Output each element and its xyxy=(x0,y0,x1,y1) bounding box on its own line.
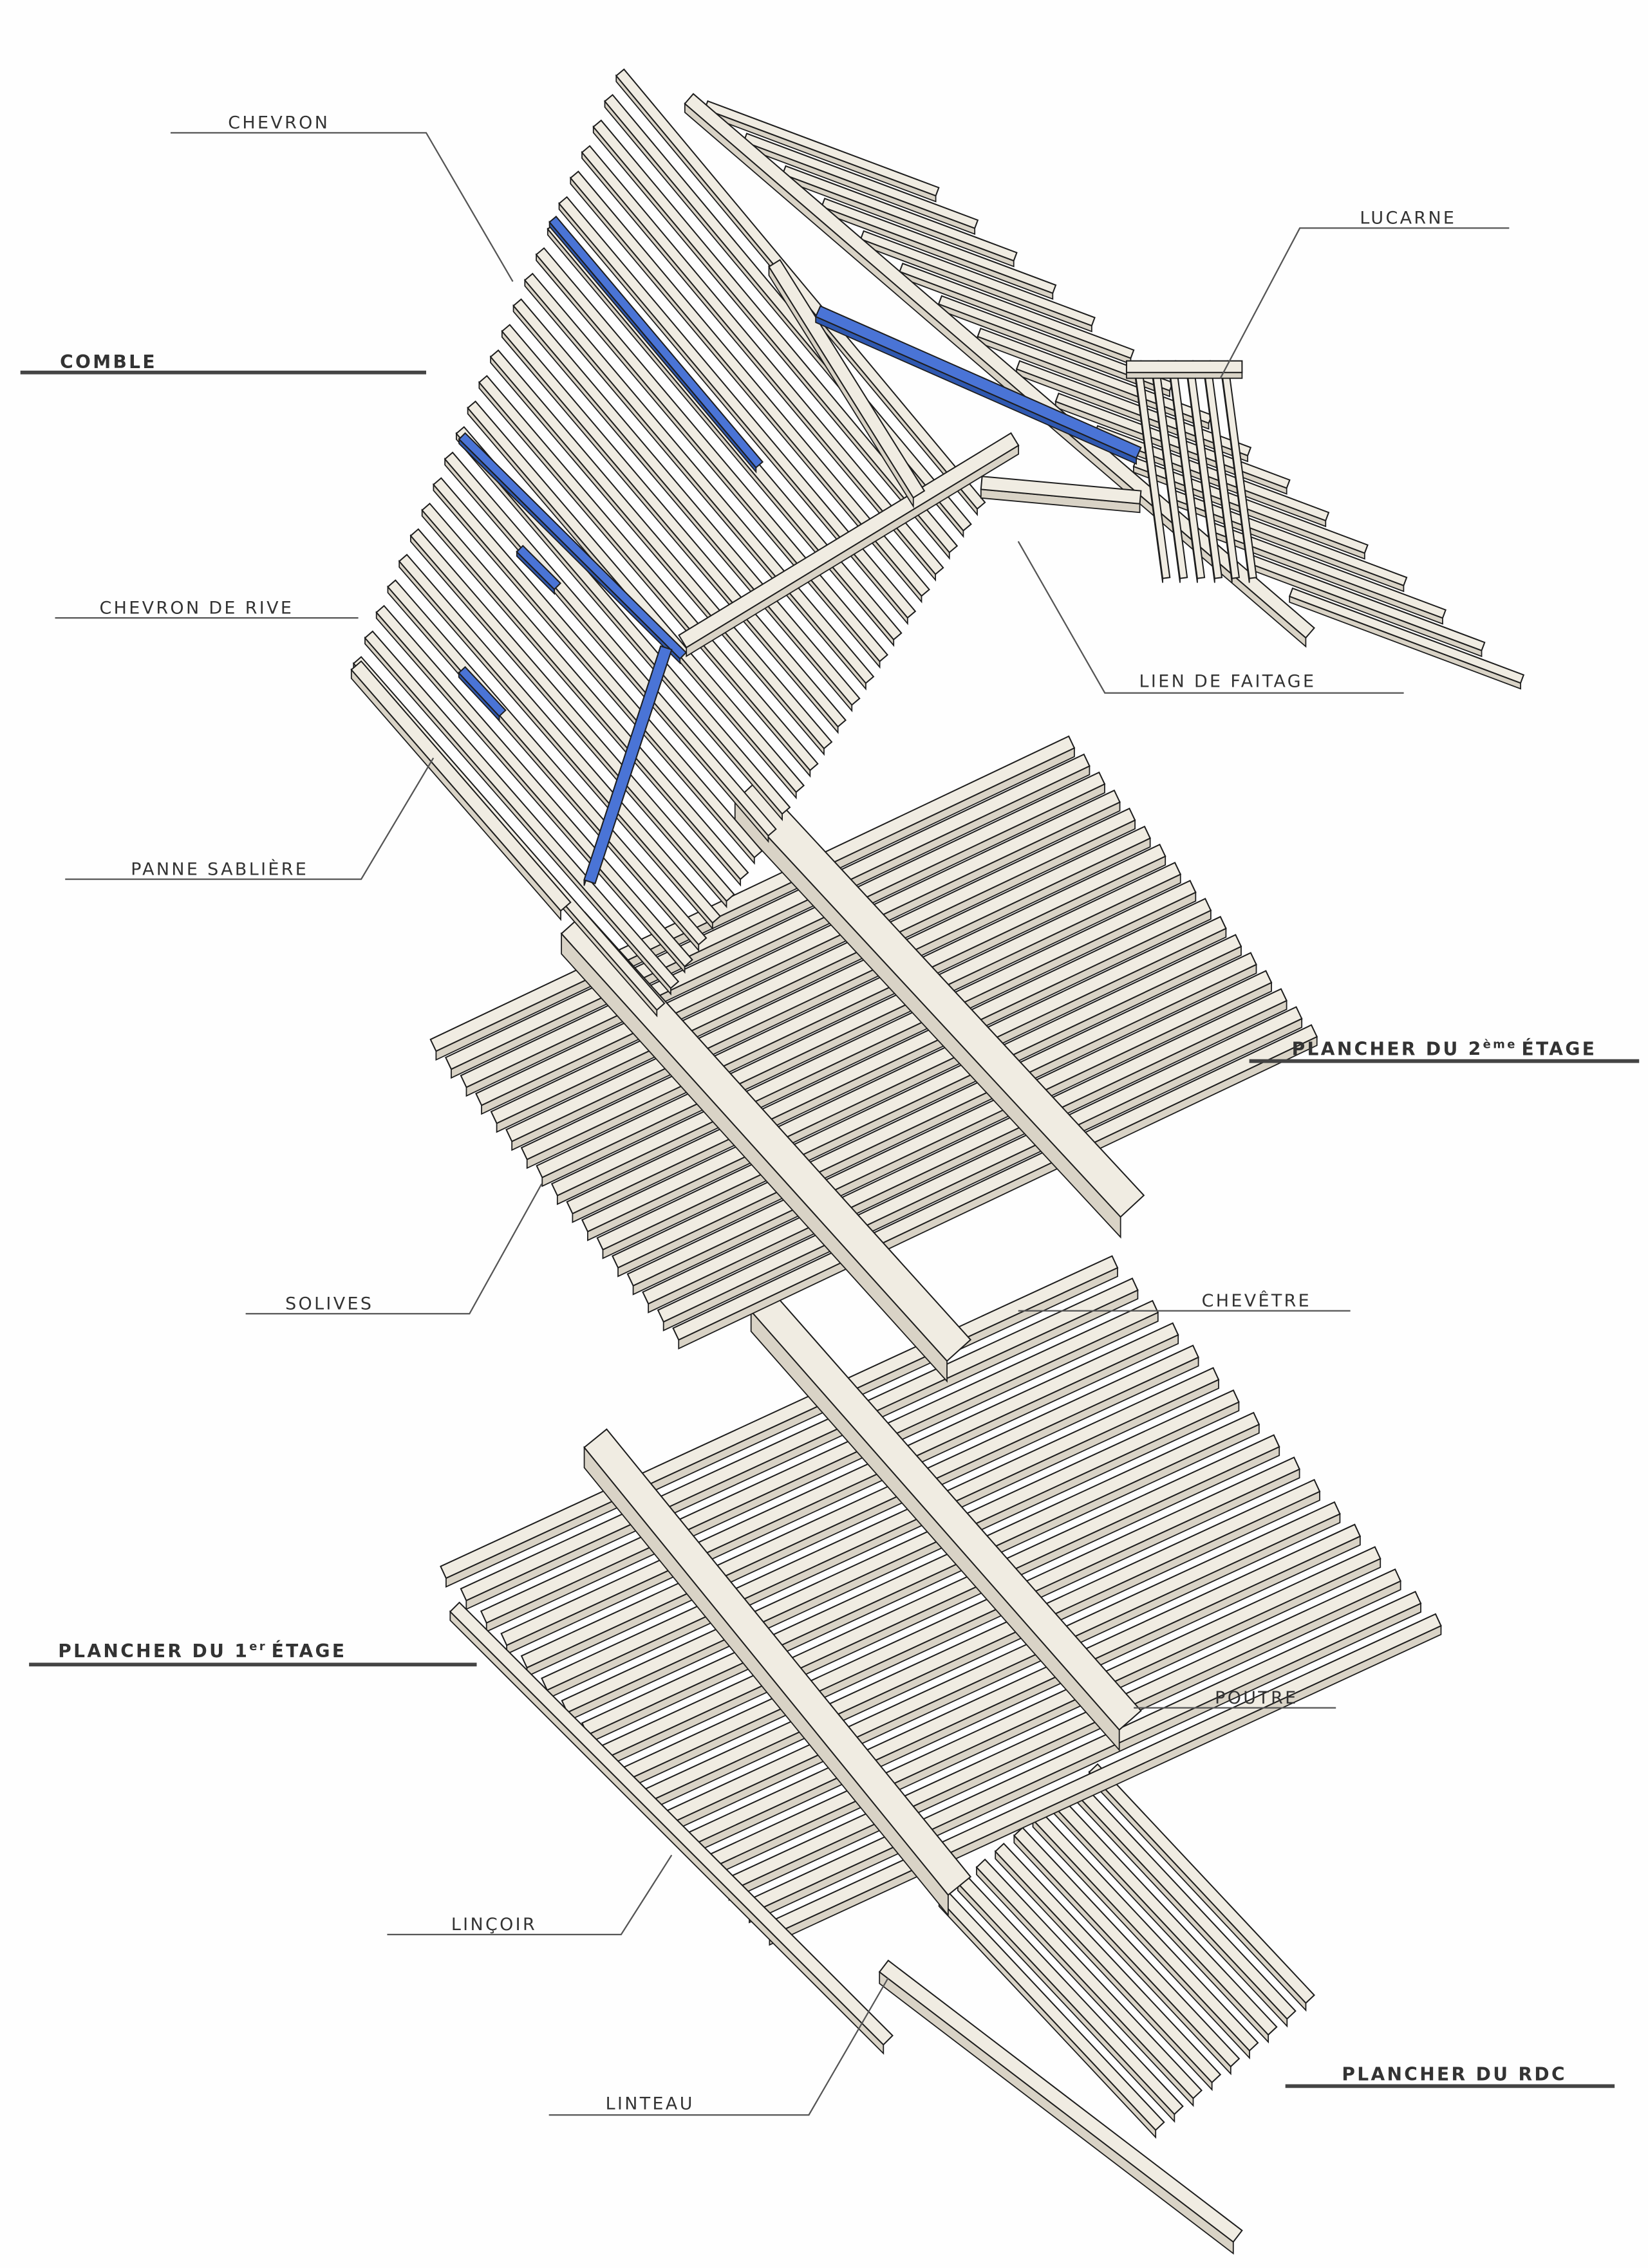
first-floor-beam xyxy=(750,1291,1142,1752)
highlighted-members xyxy=(458,216,1142,886)
trimmer xyxy=(449,1601,894,2055)
rafter xyxy=(1054,392,1291,495)
purlin-blue xyxy=(548,216,764,474)
label-plancher-rdc: PLANCHER DU RDC xyxy=(1285,2063,1615,2088)
purlin-blue xyxy=(516,544,562,595)
second-floor-joist xyxy=(657,1006,1303,1332)
rdc-joist xyxy=(975,1858,1203,2107)
second-floor-beam xyxy=(560,911,972,1383)
label-linteau: LINTEAU xyxy=(548,1977,889,2116)
svg-text:COMBLE: COMBLE xyxy=(60,351,157,373)
purlin-blue xyxy=(458,432,688,665)
label-lucarne: LUCARNE xyxy=(1219,209,1510,379)
brace-blue xyxy=(583,645,673,886)
wall-plate xyxy=(350,660,572,922)
label-lincoir: LINÇOIR xyxy=(387,1854,673,1935)
rdc-joist xyxy=(1032,1810,1259,2059)
rafter xyxy=(375,604,693,974)
svg-text:LIEN DE FAITAGE: LIEN DE FAITAGE xyxy=(1139,672,1316,692)
second-floor-joist xyxy=(672,1024,1318,1350)
svg-text:PLANCHER DU RDC: PLANCHER DU RDC xyxy=(1342,2063,1567,2085)
svg-text:SOLIVES: SOLIVES xyxy=(285,1294,373,1314)
rafter xyxy=(1288,587,1525,690)
label-chevron-de-rive: CHEVRON DE RIVE xyxy=(55,598,359,619)
rafter xyxy=(398,553,722,931)
svg-text:CHEVÊTRE: CHEVÊTRE xyxy=(1202,1290,1311,1311)
rafter xyxy=(782,165,1018,268)
truss-tie xyxy=(678,432,1020,658)
svg-text:LUCARNE: LUCARNE xyxy=(1360,209,1456,228)
timber-members xyxy=(350,68,1525,2255)
rafter xyxy=(592,119,959,560)
label-chevetre: CHEVÊTRE xyxy=(1018,1290,1351,1312)
rafter xyxy=(581,145,944,582)
label-lien-de-faitage: LIEN DE FAITAGE xyxy=(1017,541,1404,694)
purlin-blue xyxy=(458,665,507,722)
ridge-purlin-blue xyxy=(814,305,1142,465)
label-panne-sabliere: PANNE SABLIÈRE xyxy=(65,758,435,880)
second-floor-joist xyxy=(642,988,1288,1314)
rafter xyxy=(859,230,1096,333)
truss-post xyxy=(768,259,926,508)
svg-text:PANNE SABLIÈRE: PANNE SABLIÈRE xyxy=(131,859,308,879)
rafter xyxy=(569,171,930,604)
lintel xyxy=(878,1959,1243,2255)
rafter xyxy=(535,247,888,669)
second-floor-joist xyxy=(626,970,1273,1296)
ridge-brace xyxy=(980,476,1142,514)
rdc-joist xyxy=(1013,1826,1241,2076)
svg-text:POUTRE: POUTRE xyxy=(1215,1688,1298,1708)
rafter xyxy=(558,196,917,626)
rafter xyxy=(501,324,847,734)
svg-text:CHEVRON DE RIVE: CHEVRON DE RIVE xyxy=(99,598,294,618)
svg-text:LINTEAU: LINTEAU xyxy=(606,2094,695,2114)
rdc-joist xyxy=(1088,1763,1315,2012)
label-poutre: POUTRE xyxy=(1134,1688,1336,1709)
dormer-head xyxy=(1125,360,1243,379)
label-solives: SOLIVES xyxy=(245,1183,543,1315)
svg-text:LINÇOIR: LINÇOIR xyxy=(451,1915,537,1935)
svg-text:CHEVRON: CHEVRON xyxy=(228,113,330,133)
rdc-joist xyxy=(994,1843,1222,2092)
rafter xyxy=(364,630,680,996)
label-chevron: CHEVRON xyxy=(170,113,514,282)
first-floor-beam xyxy=(583,1428,972,1917)
rafter xyxy=(432,477,763,865)
rdc-joist xyxy=(938,1890,1165,2139)
rdc-joist xyxy=(957,1874,1184,2123)
label-comble: COMBLE xyxy=(20,351,427,375)
